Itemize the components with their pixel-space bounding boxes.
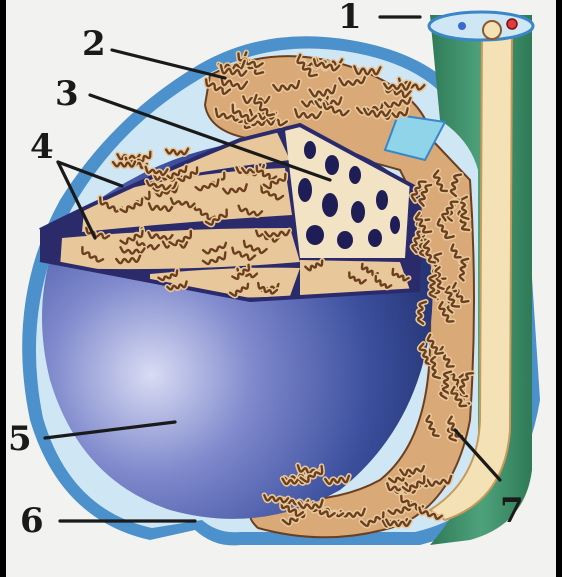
label-6: 6 bbox=[20, 501, 44, 541]
cord-cross-section bbox=[429, 12, 533, 40]
vein-lumen bbox=[458, 22, 466, 30]
label-2: 2 bbox=[82, 24, 106, 64]
label-4: 4 bbox=[30, 127, 54, 167]
label-1: 1 bbox=[338, 0, 362, 37]
label-5: 5 bbox=[8, 419, 32, 459]
label-3: 3 bbox=[55, 74, 79, 114]
vas-lumen bbox=[483, 21, 501, 39]
artery-lumen bbox=[507, 19, 517, 29]
label-7: 7 bbox=[500, 491, 524, 531]
